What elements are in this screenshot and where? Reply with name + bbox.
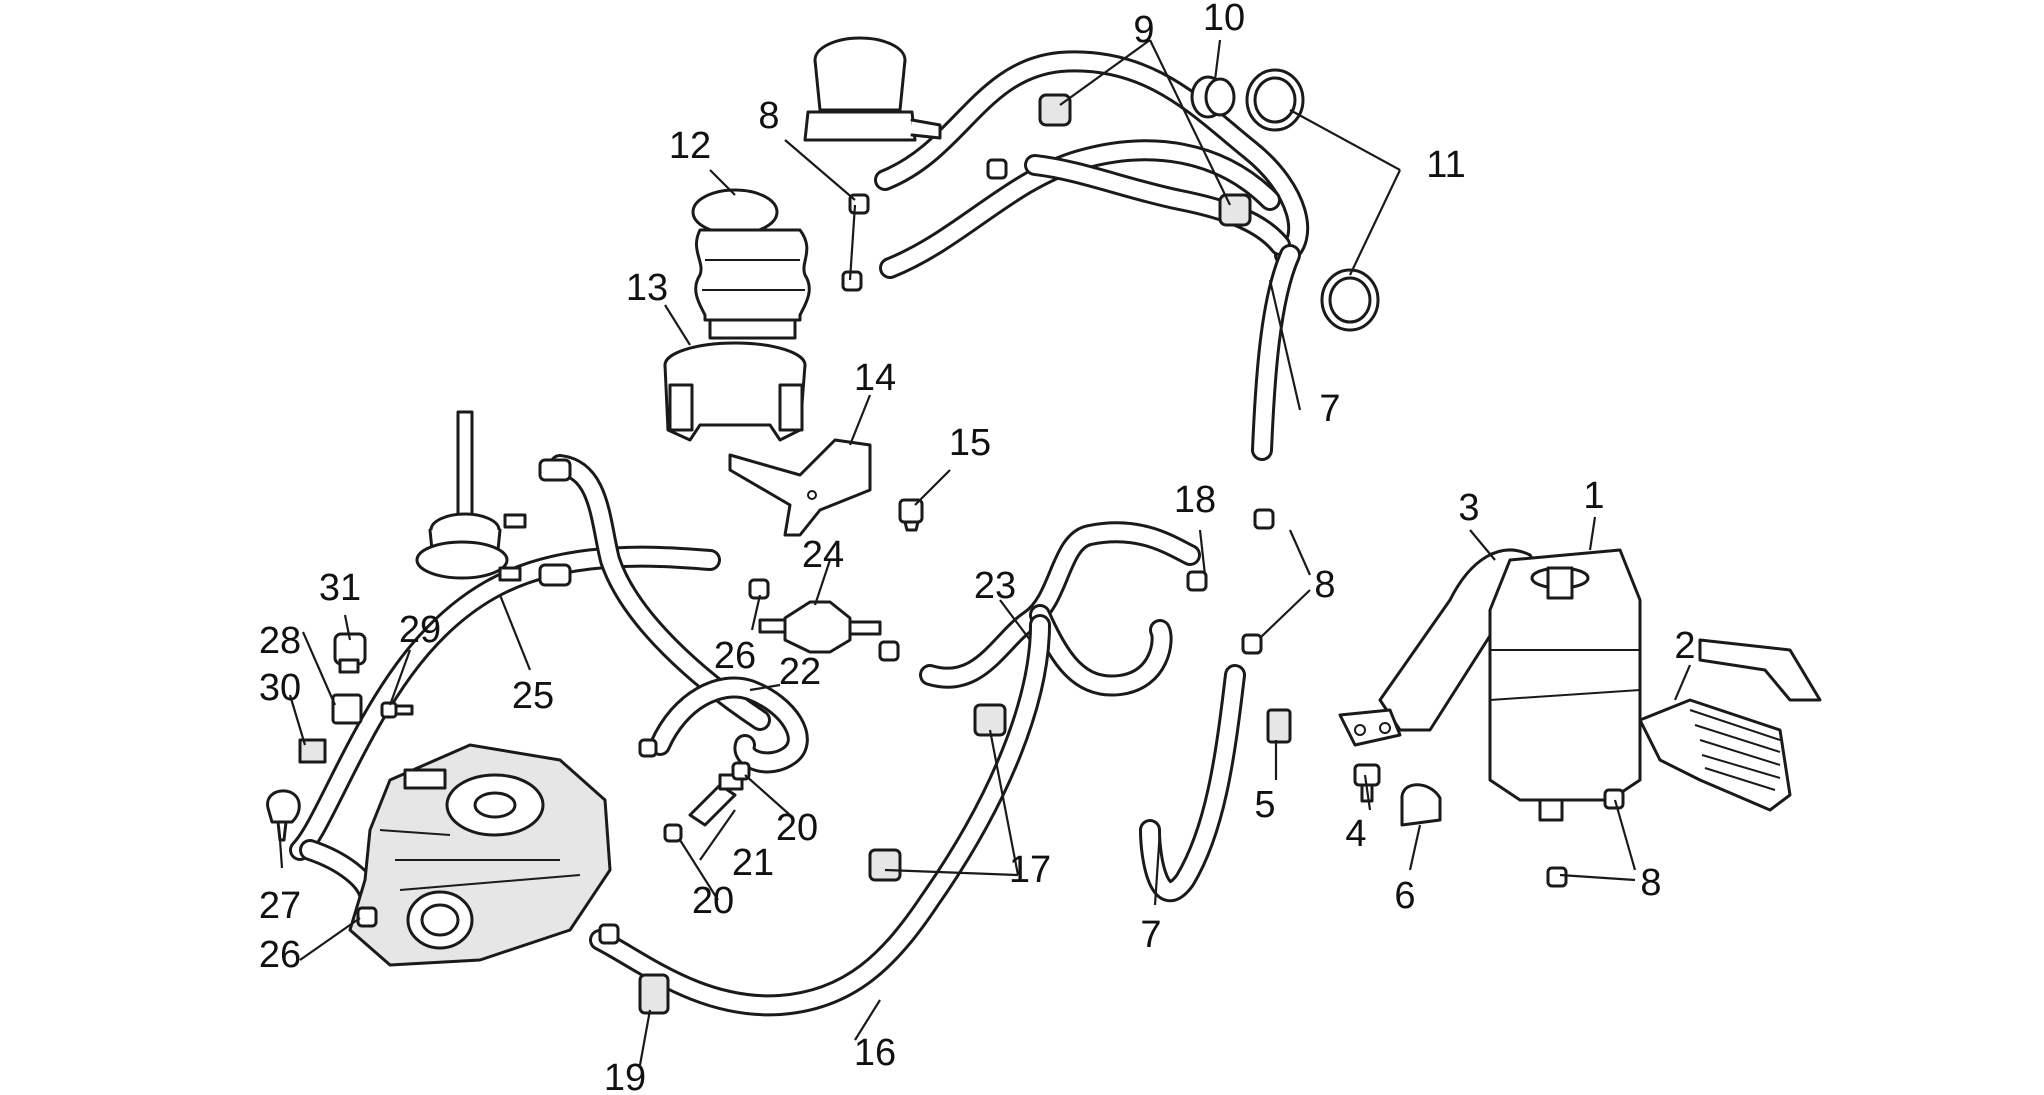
callout-27: 27: [259, 885, 301, 927]
carburettor-assembly: [348, 743, 612, 967]
callout-12: 12: [669, 125, 711, 167]
callout-7-upper: 7: [1319, 388, 1340, 430]
strap-2: [1638, 638, 1822, 812]
inline-filter-24: [758, 600, 882, 654]
callout-22: 22: [779, 651, 821, 693]
callout-18: 18: [1174, 479, 1216, 521]
callout-20-right: 20: [776, 807, 818, 849]
callout-25: 25: [512, 675, 554, 717]
callout-24: 24: [802, 534, 844, 576]
small-clamps: [356, 158, 1625, 945]
callout-9: 9: [1133, 9, 1154, 51]
grommet-10: [1190, 75, 1236, 119]
band-clamps-11: [1245, 68, 1380, 332]
clip-19: [638, 973, 670, 1015]
callout-7-lower: 7: [1140, 914, 1161, 956]
bolt-15: [898, 498, 924, 532]
callout-26-top: 26: [714, 635, 756, 677]
callout-3: 3: [1458, 487, 1479, 529]
callout-8-right: 8: [1640, 862, 1661, 904]
callout-4: 4: [1345, 813, 1366, 855]
callout-14: 14: [854, 357, 896, 399]
fitting-21: [688, 773, 744, 827]
clip-27: [266, 789, 301, 842]
nut-30: [298, 738, 327, 764]
callout-13: 13: [626, 267, 668, 309]
bracket-ring-13: [663, 341, 807, 442]
callout-28: 28: [259, 620, 301, 662]
callout-20-left: 20: [692, 880, 734, 922]
callout-15: 15: [949, 422, 991, 464]
top-reservoir: [803, 36, 942, 142]
callout-26-bottom: 26: [259, 934, 301, 976]
canister-1: [1488, 548, 1642, 822]
clamp-28: [331, 693, 363, 725]
clip-31: [333, 632, 367, 674]
clamp-6: [1400, 783, 1442, 827]
callout-17: 17: [1009, 849, 1051, 891]
callout-21: 21: [732, 842, 774, 884]
screw-29: [380, 701, 414, 719]
callout-10: 10: [1203, 0, 1245, 39]
callout-8-mid: 8: [1314, 564, 1335, 606]
reservoir-bellows-12: [691, 188, 811, 340]
bracket-14: [728, 438, 872, 537]
callout-19: 19: [604, 1057, 646, 1095]
clip-5: [1266, 708, 1292, 744]
callout-29: 29: [399, 609, 441, 651]
leader-lines: [278, 39, 1692, 1066]
callout-23: 23: [974, 565, 1016, 607]
callout-8-upper: 8: [758, 95, 779, 137]
callout-1: 1: [1583, 475, 1604, 517]
callout-30: 30: [259, 667, 301, 709]
callout-2: 2: [1674, 625, 1695, 667]
callouts: 1 2 3 4 5 6 7 7 8 8 8 9 10 11 12 13 14 1…: [259, 0, 1696, 1095]
callout-31: 31: [319, 567, 361, 609]
fuel-valve: [415, 410, 572, 587]
callout-11: 11: [1426, 144, 1465, 186]
callout-16: 16: [854, 1032, 896, 1074]
callout-5: 5: [1254, 784, 1275, 826]
callout-6: 6: [1394, 875, 1415, 917]
clips-9: [1038, 93, 1252, 227]
